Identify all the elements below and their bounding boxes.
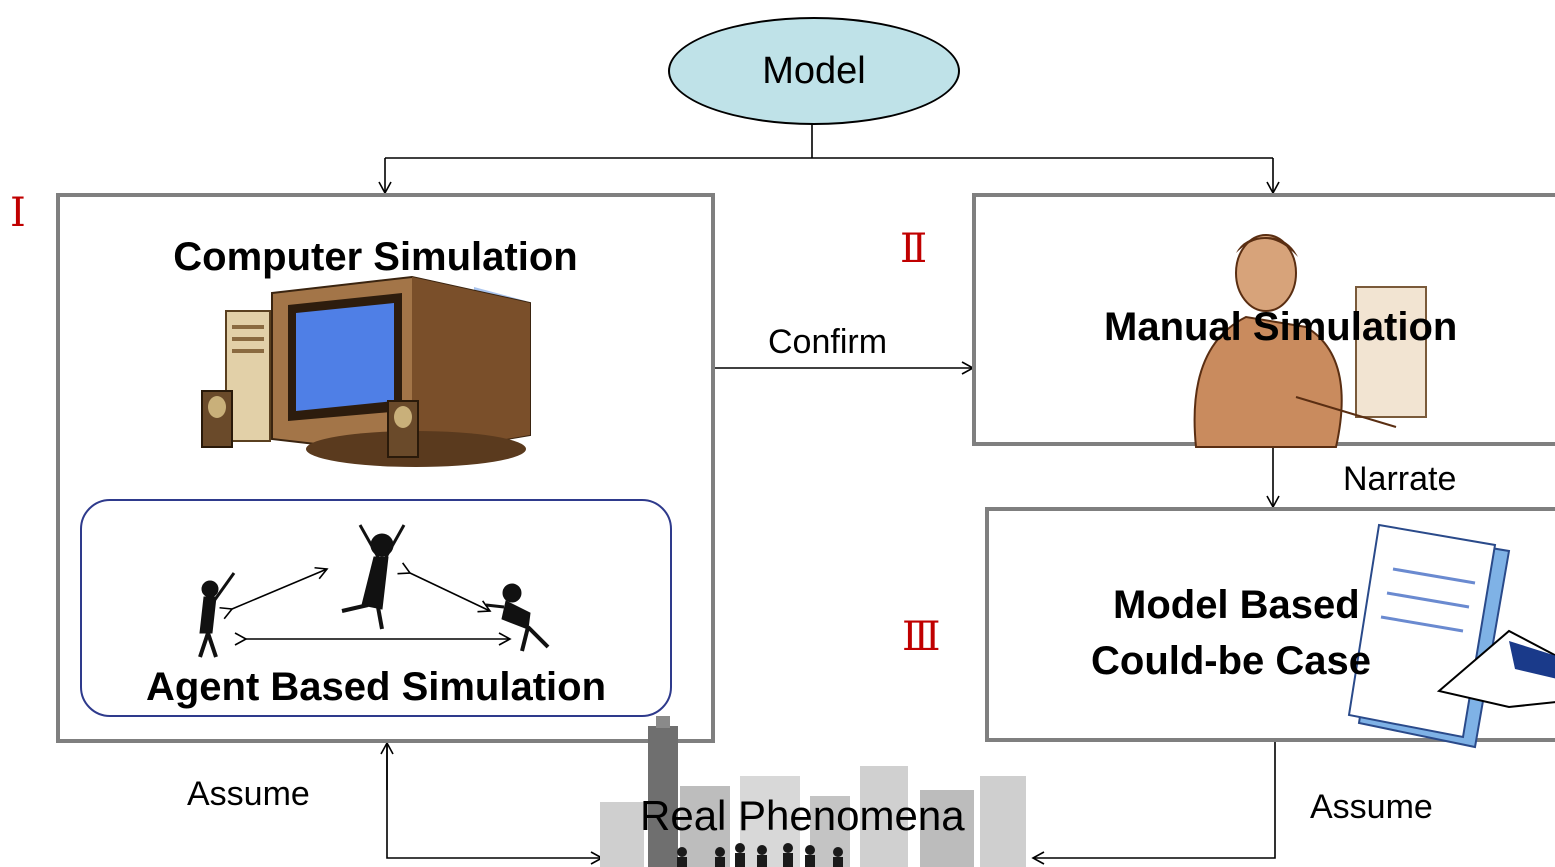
real-phenomena-label: Real Phenomena [640,792,965,839]
numeral-three: Ⅲ [902,614,941,660]
city-skyline-icon [600,716,1026,867]
numeral-one: Ⅰ [10,190,26,236]
could-be-case-title-line1: Model Based [1113,583,1360,627]
agents-illustration [198,524,550,658]
assume-right-connector [1031,742,1276,865]
assume-right-label: Assume [1310,788,1433,826]
model-label: Model [762,49,866,92]
computer-simulation-title: Computer Simulation [173,235,578,279]
computer-icon [201,275,531,467]
manual-simulation-title: Manual Simulation [1104,305,1458,349]
agent-figure-center [341,524,406,630]
real-phenomena-node: Real Phenomena [600,716,1032,867]
agent-figure-right [485,583,550,652]
document-signing-icon [1347,523,1555,749]
could-be-case-title-line2: Could-be Case [1091,639,1372,683]
agent-figure-left [198,572,236,658]
narrate-label: Narrate [1343,460,1457,498]
assume-left-connector [386,745,604,865]
computer-simulation-box: Computer Simulation [56,193,715,743]
model-split-connector [385,122,1273,159]
person-at-computer-icon [1193,234,1427,448]
confirm-label: Confirm [768,323,888,361]
agent-based-simulation-title: Agent Based Simulation [145,665,607,709]
numeral-two: Ⅱ [900,226,928,272]
assume-left-label: Assume [187,775,310,813]
agent-based-simulation-box: Agent Based Simulation [80,499,672,717]
manual-simulation-box: Manual Simulation [972,193,1555,448]
could-be-case-box: Model Based Could-be Case [985,507,1555,749]
model-node: Model [668,17,960,125]
